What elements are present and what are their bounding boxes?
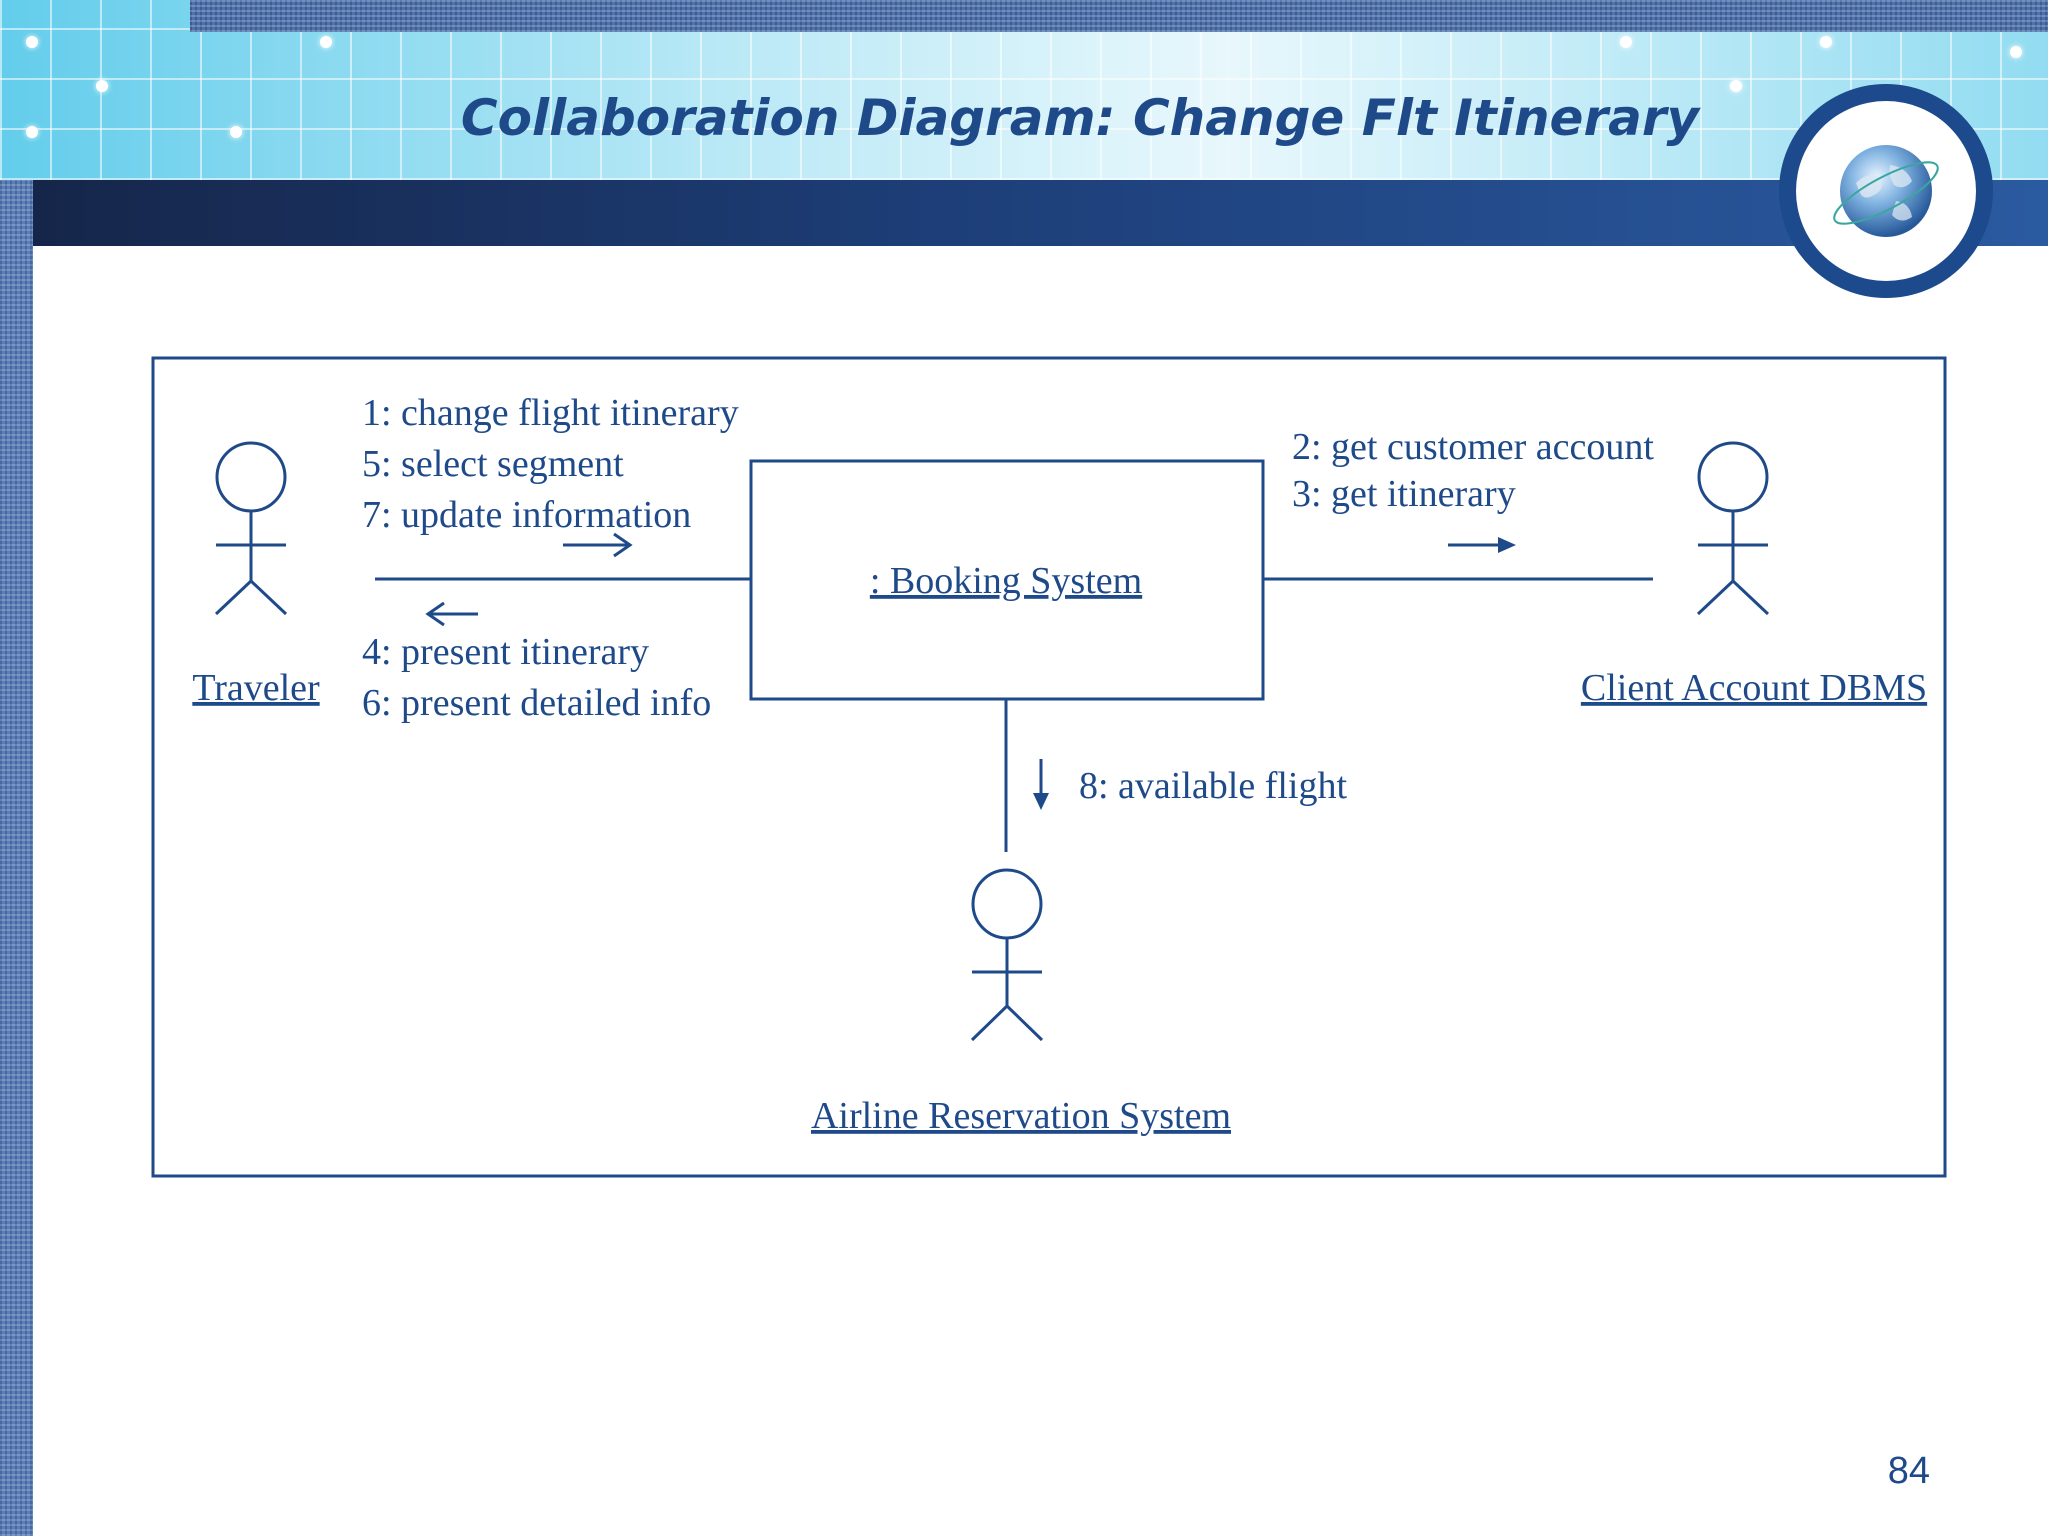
booking-system-label: : Booking System bbox=[870, 560, 1142, 602]
actor-traveler-icon bbox=[214, 441, 288, 616]
actor-airline-reservation-label: Airline Reservation System bbox=[811, 1095, 1231, 1137]
message-label: 7: update information bbox=[362, 494, 691, 536]
arrow-down-icon bbox=[1033, 759, 1049, 810]
booking-system-object bbox=[749, 459, 1265, 701]
header-light-dot bbox=[1730, 80, 1742, 92]
header-light-dot bbox=[26, 126, 38, 138]
header-light-dot bbox=[230, 126, 242, 138]
globe-badge-inner bbox=[1796, 101, 1976, 281]
arrow-right-icon bbox=[563, 532, 633, 558]
message-label: 6: present detailed info bbox=[362, 682, 711, 724]
diagram-frame bbox=[151, 356, 1947, 1178]
header-light-dot bbox=[320, 36, 332, 48]
arrow-left-icon bbox=[425, 601, 478, 627]
globe-badge bbox=[1779, 84, 1993, 298]
actor-client-account-icon bbox=[1696, 441, 1770, 616]
header-light-dot bbox=[1820, 36, 1832, 48]
actor-client-account-label: Client Account DBMS bbox=[1581, 667, 1927, 709]
header-light-dot bbox=[1620, 36, 1632, 48]
slide-title: Collaboration Diagram: Change Flt Itiner… bbox=[460, 89, 1700, 147]
arrow-right-icon bbox=[1448, 537, 1516, 553]
header-light-dot bbox=[26, 36, 38, 48]
message-label: 5: select segment bbox=[362, 443, 624, 485]
message-label: 3: get itinerary bbox=[1292, 473, 1516, 515]
actor-airline-reservation-icon bbox=[970, 868, 1044, 1042]
actor-traveler-label: Traveler bbox=[192, 667, 320, 709]
globe-icon bbox=[1833, 145, 1939, 237]
header-texture-strip bbox=[190, 0, 2048, 32]
message-label: 4: present itinerary bbox=[362, 631, 649, 673]
header-divider-bar bbox=[33, 180, 2048, 246]
header-light-dot bbox=[96, 80, 108, 92]
page-number: 84 bbox=[1887, 1450, 1930, 1492]
header-light-dot bbox=[2010, 46, 2022, 58]
message-label: 1: change flight itinerary bbox=[362, 392, 739, 434]
message-label: 8: available flight bbox=[1079, 765, 1347, 807]
message-label: 2: get customer account bbox=[1292, 426, 1654, 468]
